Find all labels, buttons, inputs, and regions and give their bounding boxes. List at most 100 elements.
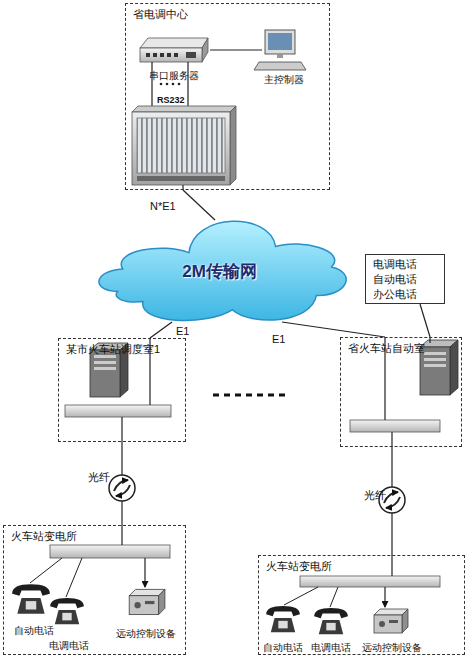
server-bay xyxy=(94,367,116,370)
wire xyxy=(330,587,338,607)
port xyxy=(160,53,164,57)
server-icon xyxy=(420,340,458,395)
ellipsis-dot xyxy=(160,83,163,86)
node-label: 电调电话 自动电话 办公电话 xyxy=(373,257,437,302)
server-front xyxy=(90,350,120,397)
server-bay xyxy=(94,355,116,358)
server-bay xyxy=(424,364,446,367)
device-node: 远动控制设备 xyxy=(108,578,183,640)
group-heading: 省电调中心 xyxy=(126,4,329,22)
group-heading: 省火车站自动室 xyxy=(341,338,461,356)
link-line xyxy=(150,322,172,338)
continuation-dashes xyxy=(213,394,287,397)
wire xyxy=(30,558,62,583)
serial-server-side xyxy=(202,38,208,62)
node-label: 远动控制设备 xyxy=(116,628,176,640)
node-label: 自动电话 xyxy=(14,625,54,637)
ellipsis-dot xyxy=(178,83,181,86)
device-node: 远动控制设备 xyxy=(352,598,432,654)
multiplexer xyxy=(350,420,440,432)
computer-icon xyxy=(254,30,306,70)
signal-label: RS232 xyxy=(157,95,185,105)
wire xyxy=(391,432,392,447)
station-group: 火车站变电所自动电话电调电话远动控制设备 xyxy=(3,525,186,655)
server-bay xyxy=(94,361,116,364)
fiber-arrow xyxy=(114,480,128,491)
link-label: 光纤 xyxy=(364,488,386,503)
serial-server-front xyxy=(140,48,202,62)
node-label: 2M传输网 xyxy=(182,260,257,283)
fiber-arrow xyxy=(116,485,130,496)
node-label: 主控制器 xyxy=(264,74,304,86)
wire xyxy=(284,587,318,605)
cloud-outline xyxy=(99,221,346,320)
link-line xyxy=(282,322,385,337)
fiber-arrow xyxy=(386,497,400,508)
ellipsis-dot xyxy=(172,83,175,86)
rack-front xyxy=(132,112,230,185)
server-front xyxy=(420,347,450,395)
multiplexer xyxy=(65,405,171,417)
serial-server-top xyxy=(140,38,208,48)
telephone-icon xyxy=(266,606,300,632)
group-heading: 火车站变电所 xyxy=(259,556,464,574)
multiplexer xyxy=(50,545,170,558)
group-heading: 某市火车站调度室1 xyxy=(59,339,185,357)
station-group: 省电调中心串口服务器 主控制器 xyxy=(125,3,330,190)
station-group: 火车站变电所自动电话电调电话远动控制设备 xyxy=(258,555,465,655)
rack-icon xyxy=(132,106,236,185)
link-label: N*E1 xyxy=(150,200,176,212)
group-heading: 火车站变电所 xyxy=(4,526,185,544)
port xyxy=(186,52,196,58)
rack-side xyxy=(230,106,236,185)
link-line xyxy=(420,304,430,337)
monitor-screen xyxy=(268,33,292,50)
link-label: E1 xyxy=(176,325,189,337)
rs232-wire xyxy=(151,62,152,106)
monitor xyxy=(265,30,295,54)
ellipsis-dot xyxy=(166,83,169,86)
rack-strip xyxy=(137,176,225,181)
link-label: E1 xyxy=(272,333,285,345)
link-line xyxy=(183,190,215,220)
multiplexer xyxy=(300,576,440,587)
link-line xyxy=(210,49,262,50)
serial-server-icon xyxy=(140,38,208,62)
phone-list-box: 电调电话 自动电话 办公电话 xyxy=(365,254,445,304)
keyboard xyxy=(254,62,306,70)
device-node: 电调电话 xyxy=(40,590,98,652)
device-node: 自动电话 xyxy=(6,575,62,637)
fiber-coupler xyxy=(109,475,135,501)
node-label: 串口服务器 xyxy=(149,70,199,82)
port xyxy=(174,53,178,57)
server-bay xyxy=(424,358,446,361)
control-arrow xyxy=(144,558,145,587)
telephone-icon xyxy=(50,598,84,624)
network-cloud: 2M传输网 xyxy=(92,220,347,322)
control-device-icon xyxy=(374,609,408,633)
fiber-arrow xyxy=(384,492,398,503)
station-group: 某市火车站调度室1 xyxy=(58,338,186,442)
station-group: 省火车站自动室 xyxy=(340,337,462,447)
device-node: 串口服务器 xyxy=(138,36,210,82)
telephone-icon xyxy=(12,584,50,613)
telephone-icon xyxy=(314,608,348,634)
port xyxy=(153,53,157,57)
device-node: 电调电话 xyxy=(306,598,356,654)
node-label: 远动控制设备 xyxy=(362,642,422,654)
server-bay xyxy=(424,352,446,355)
device-node: 自动电话 xyxy=(258,598,308,654)
wire xyxy=(121,525,122,545)
link-line xyxy=(121,442,122,525)
rs232-wire xyxy=(187,62,188,106)
wire xyxy=(391,555,392,576)
rack-top xyxy=(132,106,236,112)
wire xyxy=(66,558,82,597)
link-label: 光纤 xyxy=(88,470,110,485)
monitor-stand xyxy=(277,54,283,58)
control-device-icon xyxy=(129,589,165,614)
rack-cards xyxy=(137,118,225,173)
